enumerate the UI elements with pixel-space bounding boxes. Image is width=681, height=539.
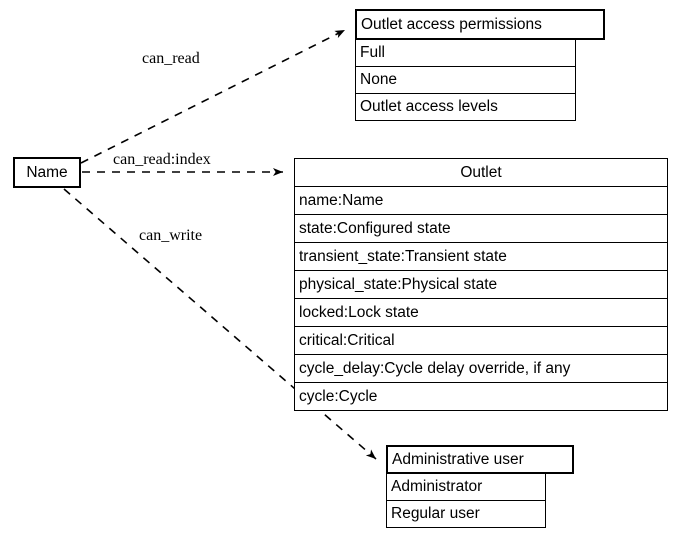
outlet-header[interactable]: Outlet bbox=[294, 158, 668, 187]
outlet-row[interactable]: name:Name bbox=[294, 186, 668, 215]
node-name[interactable]: Name bbox=[13, 157, 81, 188]
administrative-user-row[interactable]: Regular user bbox=[386, 500, 546, 528]
outlet-row[interactable]: cycle_delay:Cycle delay override, if any bbox=[294, 354, 668, 383]
outlet-access-permissions-row[interactable]: Full bbox=[355, 39, 576, 67]
outlet-row[interactable]: locked:Lock state bbox=[294, 298, 668, 327]
edge-label-can-write: can_write bbox=[139, 227, 203, 244]
outlet-access-permissions-row[interactable]: None bbox=[355, 66, 576, 94]
edge-label-can-read: can_read bbox=[142, 50, 200, 67]
outlet-row[interactable]: cycle:Cycle bbox=[294, 382, 668, 411]
administrative-user-header[interactable]: Administrative user bbox=[386, 445, 574, 474]
edge-can-read bbox=[80, 29, 346, 164]
outlet-row[interactable]: critical:Critical bbox=[294, 326, 668, 355]
outlet-row[interactable]: state:Configured state bbox=[294, 214, 668, 243]
edge-label-can-read-index: can_read:index bbox=[113, 151, 211, 168]
outlet-row[interactable]: physical_state:Physical state bbox=[294, 270, 668, 299]
administrative-user-row[interactable]: Administrator bbox=[386, 473, 546, 501]
outlet-access-permissions-header[interactable]: Outlet access permissions bbox=[355, 9, 605, 40]
outlet-access-permissions-row[interactable]: Outlet access levels bbox=[355, 93, 576, 121]
outlet-row[interactable]: transient_state:Transient state bbox=[294, 242, 668, 271]
